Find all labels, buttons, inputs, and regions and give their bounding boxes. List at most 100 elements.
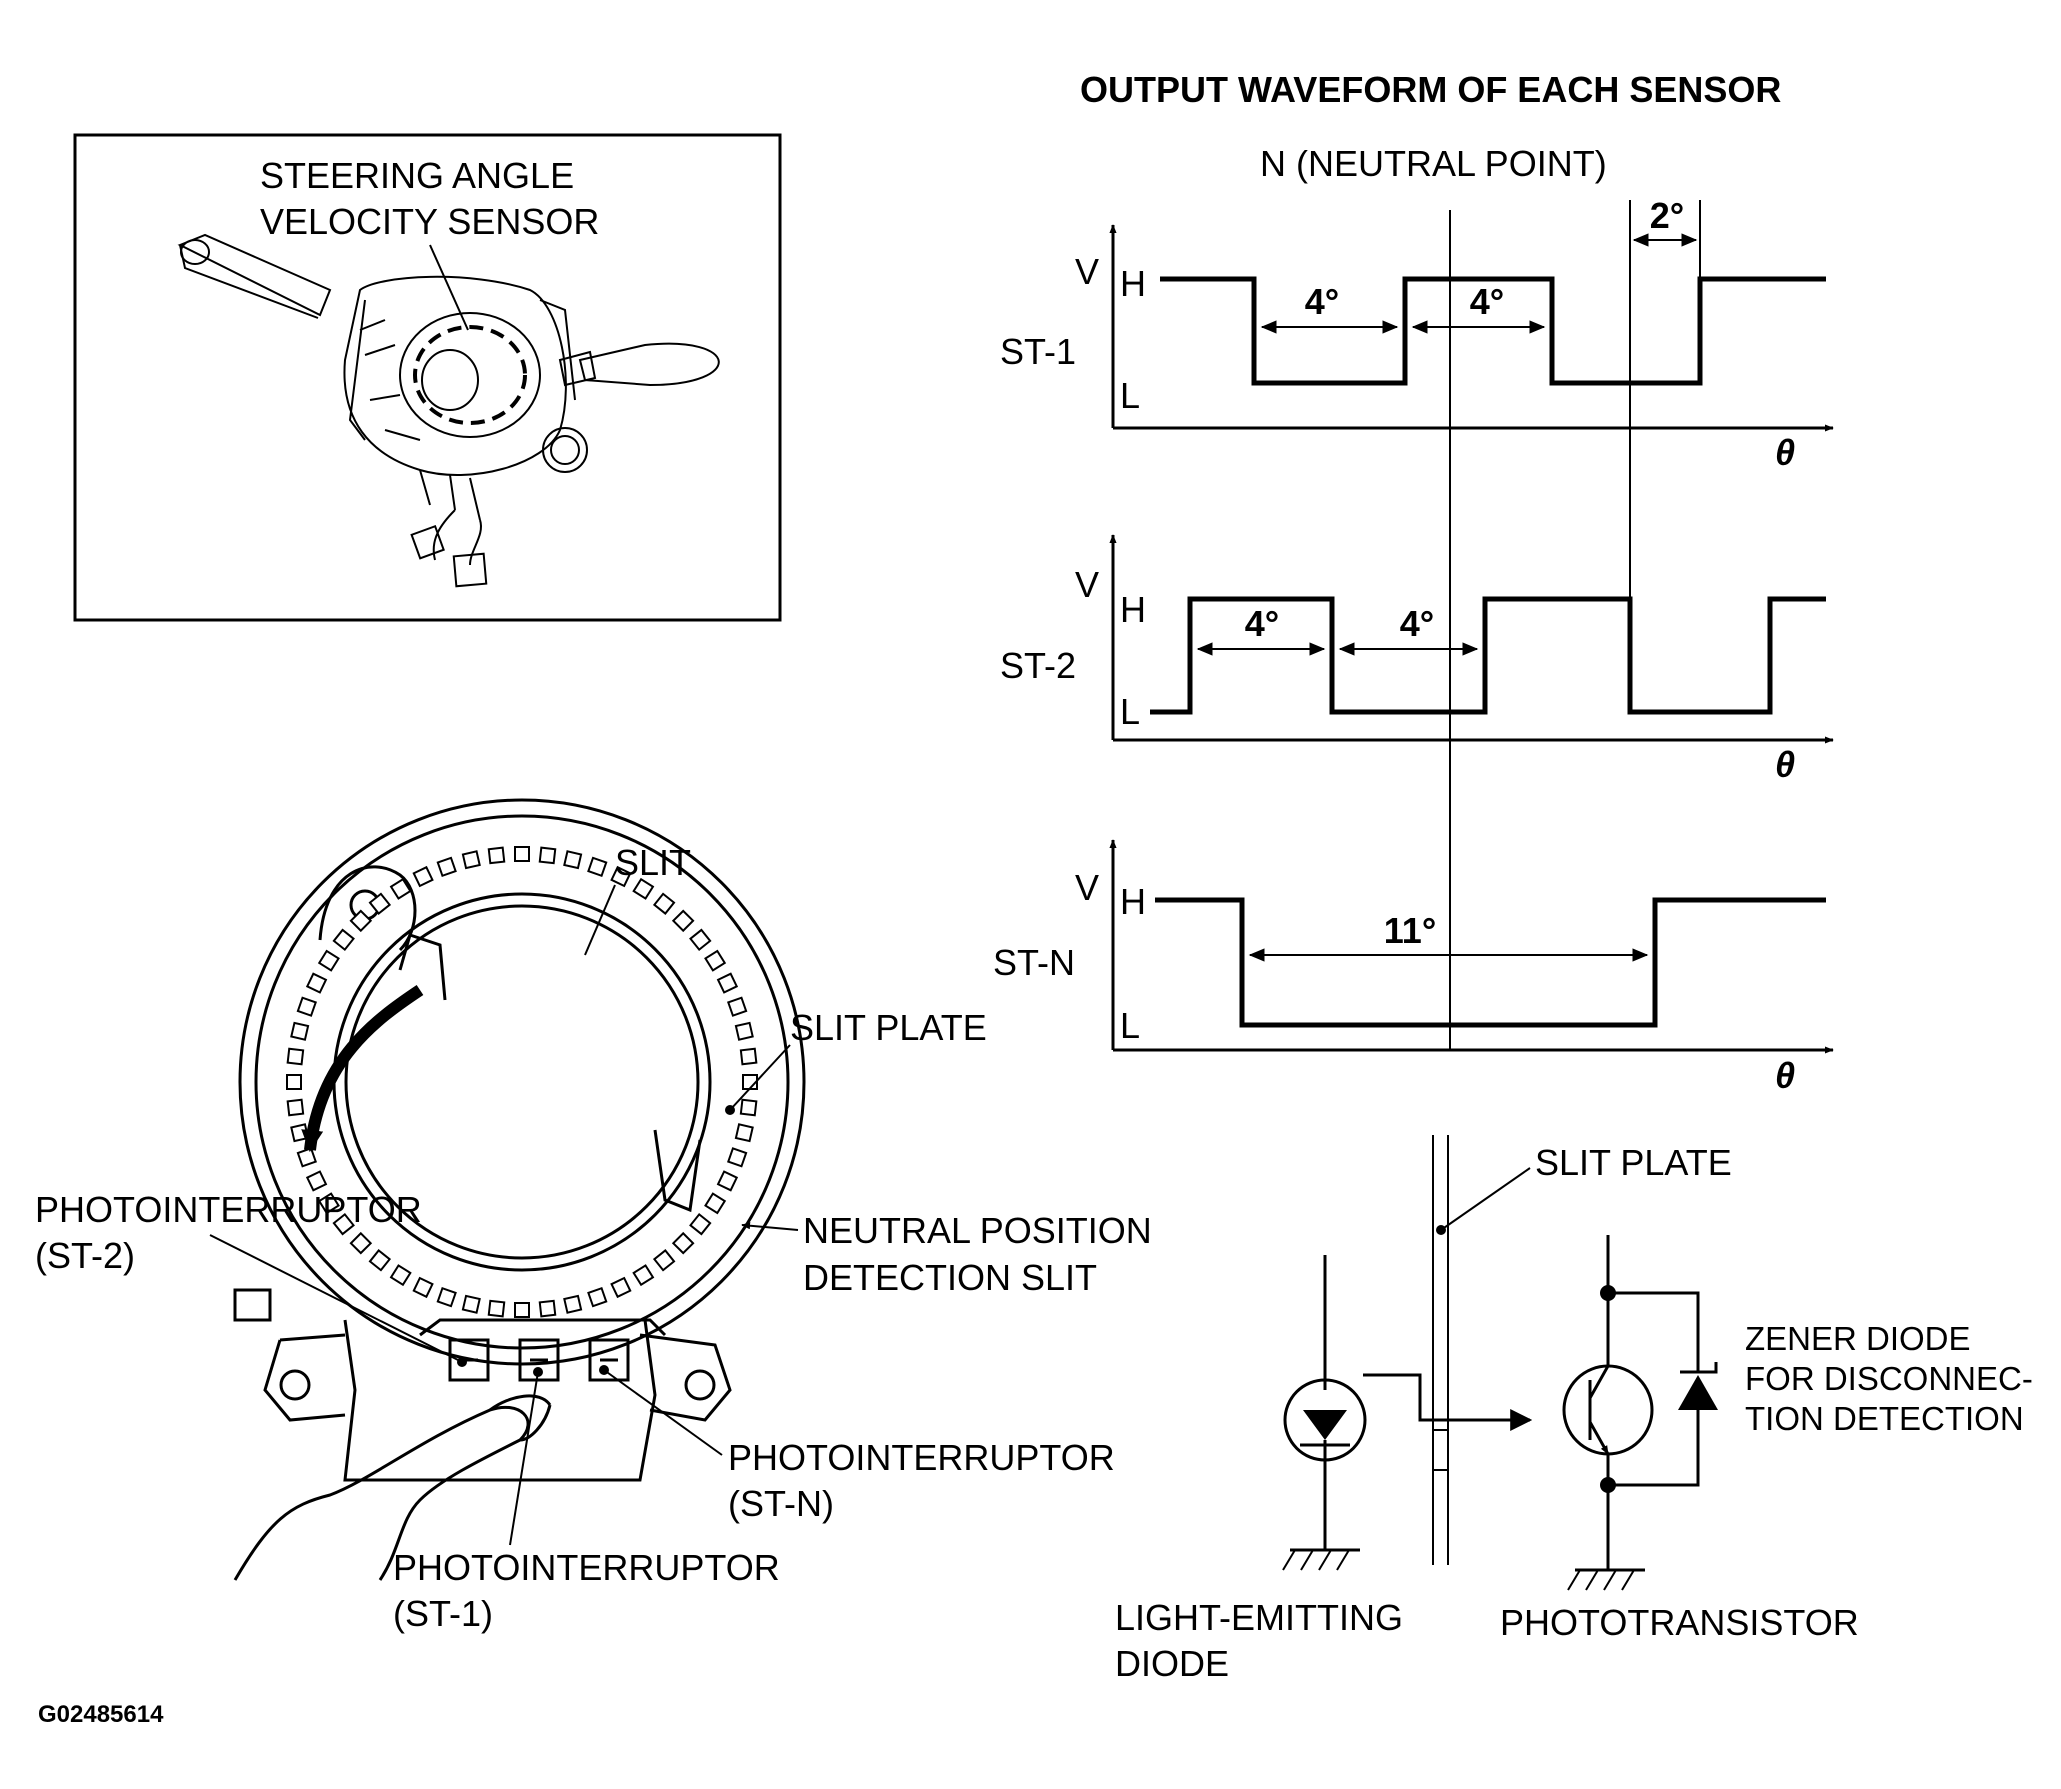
svg-text:11°: 11° (1384, 910, 1436, 951)
slit (716, 1170, 739, 1192)
inset-panel: STEERING ANGLE VELOCITY SENSOR (73, 133, 782, 622)
label-neutral-line2: DETECTION SLIT (803, 1257, 1097, 1298)
slit (461, 1294, 481, 1314)
led-label-line2: DIODE (1115, 1643, 1229, 1684)
slit (689, 1212, 712, 1236)
svg-text:4°: 4° (1245, 603, 1279, 644)
waveform-st2: V H L ST-2 θ 4° 4° (1000, 534, 1834, 785)
slit (286, 1074, 302, 1090)
slit-ring (286, 846, 758, 1318)
neutral-point-label: N (NEUTRAL POINT) (1260, 143, 1607, 184)
slit (305, 972, 328, 994)
slit (632, 877, 655, 900)
slit (610, 865, 632, 888)
combination-switch-illustration (177, 233, 720, 588)
slit (689, 928, 712, 952)
label-pi-st2-line1: PHOTOINTERRUPTOR (35, 1189, 422, 1230)
st2-theta: θ (1775, 744, 1795, 785)
slit (632, 1264, 655, 1287)
stn-v: V (1075, 867, 1099, 908)
slit (514, 1302, 530, 1318)
slit (538, 1299, 557, 1318)
stn-name: ST-N (993, 942, 1075, 983)
label-pi-st1-line1: PHOTOINTERRUPTOR (393, 1547, 780, 1588)
slit (734, 1021, 754, 1041)
label-neutral-line1: NEUTRAL POSITION (803, 1210, 1152, 1251)
st2-l: L (1120, 691, 1140, 732)
label-pi-stn-line2: (ST-N) (728, 1483, 834, 1524)
slit (652, 892, 676, 915)
svg-text:4°: 4° (1470, 281, 1504, 322)
st1-h: H (1120, 263, 1146, 304)
label-pi-stn-line1: PHOTOINTERRUPTOR (728, 1437, 1115, 1478)
st2-name: ST-2 (1000, 645, 1076, 686)
st1-l: L (1120, 375, 1140, 416)
slit (389, 1264, 412, 1287)
svg-text:4°: 4° (1305, 281, 1339, 322)
stn-theta: θ (1775, 1055, 1795, 1096)
slit (563, 850, 583, 870)
led-label-line1: LIGHT-EMITTING (1115, 1597, 1403, 1638)
stn-l: L (1120, 1005, 1140, 1046)
slit (296, 1147, 317, 1168)
slit (389, 877, 412, 900)
inset-leader (429, 244, 469, 331)
st1-theta: θ (1775, 432, 1795, 473)
circuit-schematic: SLIT PLATE (1115, 1135, 2033, 1684)
slit (734, 1123, 754, 1143)
slit (739, 1098, 758, 1117)
slit (305, 1170, 328, 1192)
label-pi-st1-line2: (ST-1) (393, 1593, 493, 1634)
inset-border (73, 133, 782, 622)
led-symbol (1282, 1255, 1367, 1571)
slit (739, 1047, 758, 1066)
slit (332, 928, 355, 952)
slit (461, 850, 481, 870)
svg-text:2°: 2° (1650, 195, 1684, 236)
slit (290, 1021, 310, 1041)
waveform-st1: V H L ST-1 θ 4° 4° 2° (1000, 195, 1834, 473)
inset-label-line2: VELOCITY SENSOR (260, 201, 599, 242)
slit (317, 1192, 340, 1215)
slit (538, 846, 557, 865)
label-pi-st2-line2: (ST-2) (35, 1235, 135, 1276)
figure-code: G02485614 (38, 1701, 164, 1728)
slit (716, 972, 739, 994)
slit (487, 1299, 506, 1318)
st1-name: ST-1 (1000, 331, 1076, 372)
slit (368, 1249, 392, 1272)
zener-label-line1: ZENER DIODE (1745, 1320, 1971, 1357)
zener-diode-symbol (1678, 1340, 1718, 1420)
slit (368, 892, 392, 915)
zener-label-line2: FOR DISCONNEC- (1745, 1360, 2033, 1397)
slit (317, 949, 340, 972)
slit (671, 1231, 695, 1255)
slit (587, 1287, 608, 1308)
slit (436, 856, 457, 877)
slit (286, 1098, 305, 1117)
slit (671, 909, 695, 933)
slit (349, 909, 373, 933)
slit (610, 1276, 632, 1299)
stn-h: H (1120, 881, 1146, 922)
waveform-stn: V H L ST-N θ 11° (993, 839, 1834, 1096)
st2-v: V (1075, 564, 1099, 605)
slit (349, 1231, 373, 1255)
slit (412, 865, 434, 888)
label-slit-plate: SLIT PLATE (790, 1007, 987, 1048)
slit (727, 996, 748, 1017)
slit (286, 1047, 305, 1066)
st1-v: V (1075, 251, 1099, 292)
slit (704, 949, 727, 972)
rotation-arrow (301, 985, 424, 1153)
slit (704, 1192, 727, 1215)
phototransistor-label: PHOTOTRANSISTOR (1500, 1602, 1859, 1643)
waveform-title: OUTPUT WAVEFORM OF EACH SENSOR (1080, 69, 1781, 110)
zener-label-line3: TION DETECTION (1745, 1400, 2024, 1437)
slit (514, 846, 530, 862)
slit (296, 996, 317, 1017)
slit (563, 1294, 583, 1314)
slit (727, 1147, 748, 1168)
slit (412, 1276, 434, 1299)
